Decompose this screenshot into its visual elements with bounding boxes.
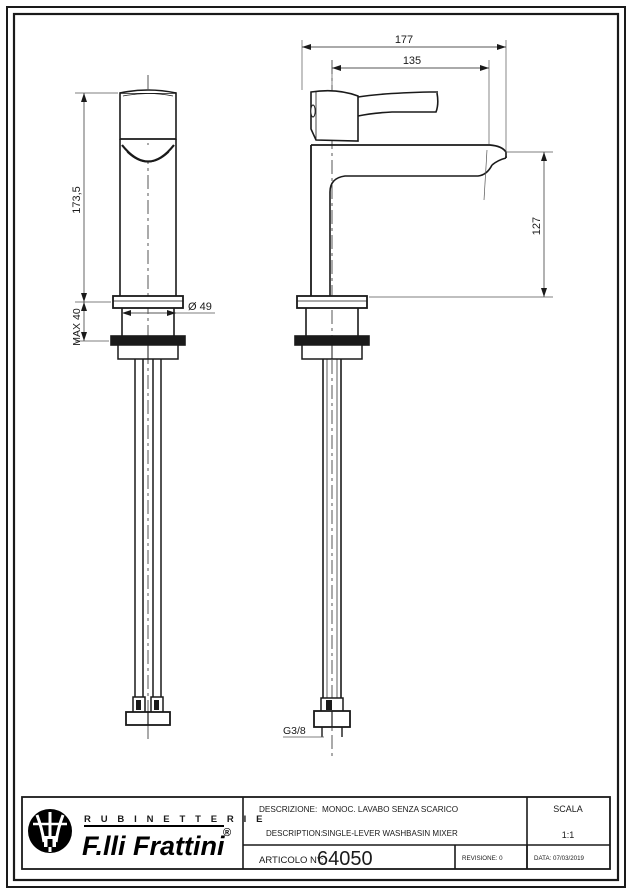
date-value: DATA: 07/03/2019 — [534, 855, 585, 862]
article-number: 64050 — [317, 848, 373, 870]
supply-hoses-front — [134, 359, 162, 700]
dimension-base-diameter: Ø 49 — [122, 301, 215, 316]
spout-body-side — [310, 144, 507, 297]
dimension-spout-reach-outlet: 135 — [331, 55, 490, 144]
logo-top-text: R U B I N E T T E R I E — [84, 814, 266, 825]
lever-handle-side — [310, 89, 439, 142]
scale-cell: SCALA 1:1 — [553, 804, 583, 840]
frattini-tap-emblem-icon — [28, 809, 72, 853]
dimension-label-spout-reach-total: 177 — [395, 34, 413, 46]
threaded-shank-upper-side — [305, 308, 359, 337]
article-label: ARTICOLO N°: — [259, 855, 323, 866]
dimension-label-spout-reach-outlet: 135 — [403, 55, 421, 67]
base-flange-front — [112, 295, 184, 309]
scale-value: 1:1 — [562, 830, 575, 840]
mounting-washer-front — [110, 335, 186, 360]
dimension-label-mounting-thickness: MAX 40 — [71, 308, 83, 346]
dimension-label-base-diameter: Ø 49 — [188, 301, 212, 313]
dimension-height-total: 173,5 — [71, 92, 118, 303]
logo-trademark-symbol: ® — [223, 827, 231, 839]
description-row-it: DESCRIZIONE: MONOC. LAVABO SENZA SCARICO — [259, 805, 458, 814]
article-row: ARTICOLO N°: 64050 — [259, 848, 373, 870]
description-it-value: MONOC. LAVABO SENZA SCARICO — [322, 805, 458, 814]
revision-value: REVISIONE: 0 — [462, 855, 503, 862]
logo-brand-text: F.lli Frattini — [82, 831, 225, 861]
annotation-label-thread: G3/8 — [283, 725, 306, 737]
dimension-spout-height: 127 — [369, 151, 553, 298]
connector-nut-side — [313, 697, 351, 737]
description-en-value: SINGLE-LEVER WASHBASIN MIXER — [322, 829, 458, 838]
supply-tube-side — [322, 359, 342, 702]
dimension-spout-reach-total: 177 — [301, 34, 507, 156]
view-side-elevation: G3/8 177 135 — [283, 34, 553, 760]
lever-front — [120, 138, 176, 163]
handle-cap-front — [119, 89, 177, 140]
title-block: R U B I N E T T E R I E F.lli Frattini ®… — [21, 796, 611, 870]
hose-fittings-front — [125, 696, 171, 726]
dimension-label-height-total: 173,5 — [71, 186, 83, 214]
dimension-label-spout-height: 127 — [531, 217, 543, 235]
sheet-border — [6, 6, 626, 888]
dimension-mounting-thickness: MAX 40 — [71, 302, 109, 346]
description-it-label: DESCRIZIONE: — [259, 805, 317, 814]
base-flange-side — [296, 295, 368, 309]
description-row-en: DESCRIPTION: SINGLE-LEVER WASHBASIN MIXE… — [266, 829, 458, 838]
description-en-label: DESCRIPTION: — [266, 829, 323, 838]
scale-label: SCALA — [553, 804, 583, 814]
body-column-front — [119, 139, 177, 297]
brand-logo: R U B I N E T T E R I E F.lli Frattini ® — [28, 809, 266, 861]
mounting-washer-side — [294, 335, 370, 360]
annotation-thread-callout: G3/8 — [283, 725, 324, 738]
view-front-elevation: 173,5 MAX 40 Ø 49 — [71, 75, 215, 740]
